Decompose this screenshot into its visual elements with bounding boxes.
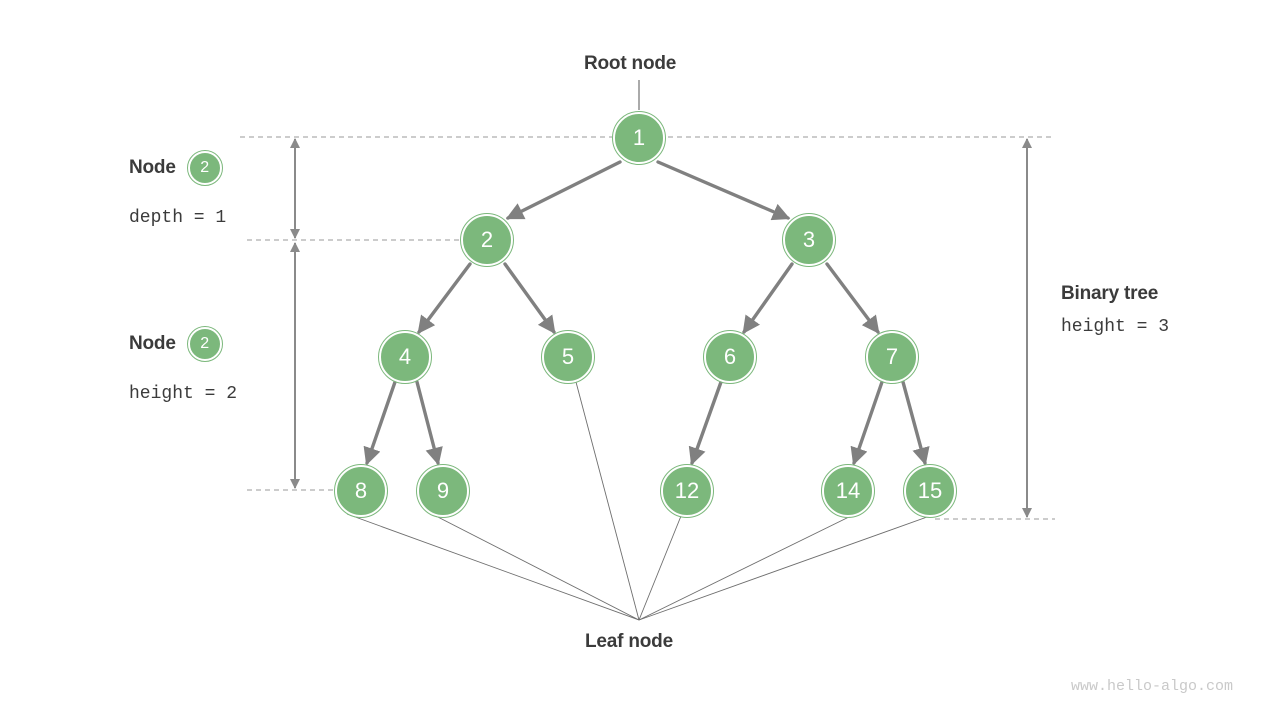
tree-node-14[interactable]: 14: [821, 464, 875, 518]
tree-node-12[interactable]: 12: [660, 464, 714, 518]
tree-node-2-value: 2: [480, 227, 494, 252]
leaf-leader-12: [638, 515, 682, 621]
annotation-node-height-detail: height = 2: [129, 384, 238, 404]
annotation-node-height-badge-value: 2: [200, 335, 210, 352]
edge-3-7: [825, 262, 880, 334]
tree-node-1[interactable]: 1: [612, 111, 666, 165]
tree-node-12-value: 12: [674, 478, 700, 503]
edge-7-14: [850, 380, 884, 466]
tree-node-7[interactable]: 7: [865, 330, 919, 384]
leaf-leader-lines: [346, 381, 942, 621]
tree-node-9-value: 9: [436, 478, 450, 503]
tree-node-6-value: 6: [723, 344, 737, 369]
annotation-node-height: Node 2: [129, 326, 223, 362]
leaf-leader-9: [431, 513, 640, 621]
annotation-node-depth-detail: depth = 1: [129, 208, 227, 228]
annotation-node-depth-title: Node: [129, 157, 176, 178]
tree-node-8[interactable]: 8: [334, 464, 388, 518]
leaf-leader-8: [346, 513, 640, 621]
edge-4-9: [415, 380, 443, 466]
tree-node-3[interactable]: 3: [782, 213, 836, 267]
edge-4-8: [363, 380, 397, 466]
tree-node-14-value: 14: [835, 478, 861, 503]
leaf-leader-14: [638, 513, 856, 621]
tree-node-1-value: 1: [632, 125, 646, 150]
leaf-leader-5: [575, 381, 640, 621]
tree-node-4[interactable]: 4: [378, 330, 432, 384]
edge-3-6: [742, 262, 794, 335]
measure-arrows: [290, 138, 1032, 518]
tree-node-6[interactable]: 6: [703, 330, 757, 384]
edge-7-15: [901, 380, 930, 466]
annotation-node-height-title: Node: [129, 333, 176, 354]
edge-2-4: [417, 262, 472, 334]
edge-1-3: [656, 160, 791, 221]
guide-lines: [240, 136, 1055, 520]
leaf-leader-15: [638, 511, 942, 621]
annotation-tree-height-detail: height = 3: [1061, 317, 1170, 337]
annotation-node-height-badge: 2: [186, 326, 223, 362]
annotation-node-depth: Node 2: [129, 150, 223, 186]
annotation-tree-height-title: Binary tree: [1061, 283, 1159, 304]
tree-node-5-value: 5: [561, 344, 575, 369]
edge-2-5: [503, 262, 556, 335]
edge-1-2: [505, 160, 622, 220]
leaf-node-label: Leaf node: [585, 631, 673, 652]
tree-node-15-value: 15: [917, 478, 943, 503]
annotation-node-depth-badge-value: 2: [200, 159, 210, 176]
tree-node-3-value: 3: [802, 227, 816, 252]
tree-node-15[interactable]: 15: [903, 464, 957, 518]
site-watermark: www.hello-algo.com: [1071, 678, 1234, 695]
tree-edges: [363, 160, 930, 466]
tree-node-9[interactable]: 9: [416, 464, 470, 518]
edge-6-12: [688, 380, 723, 466]
root-node-label: Root node: [584, 53, 677, 74]
tree-node-4-value: 4: [398, 344, 412, 369]
tree-node-7-value: 7: [885, 344, 899, 369]
tree-node-5[interactable]: 5: [541, 330, 595, 384]
annotation-node-depth-badge: 2: [186, 150, 223, 186]
tree-node-2[interactable]: 2: [460, 213, 514, 267]
tree-node-8-value: 8: [354, 478, 368, 503]
